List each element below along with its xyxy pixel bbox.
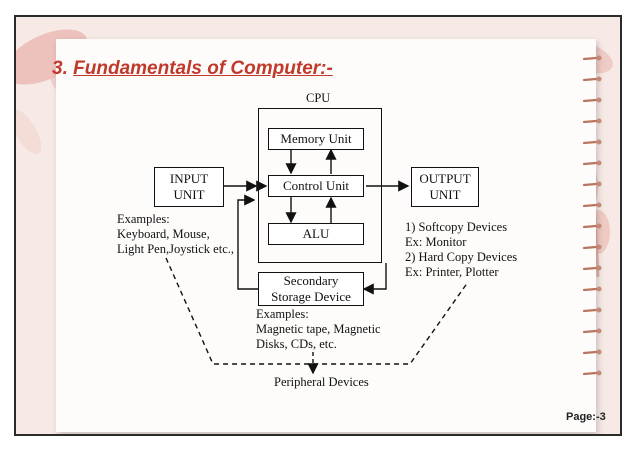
- output-unit-label: OUTPUT UNIT: [419, 171, 471, 202]
- spiral-binding: [582, 55, 602, 376]
- peripheral-devices-label: Peripheral Devices: [274, 375, 369, 389]
- page-number: Page:-3: [566, 411, 606, 423]
- title-number: 3.: [52, 58, 68, 79]
- memory-unit-label: Memory Unit: [280, 131, 352, 146]
- control-unit-label: Control Unit: [282, 178, 350, 193]
- control-unit-box: Control Unit: [268, 175, 364, 197]
- peripheral-dashed-link: [165, 257, 469, 365]
- arrow-cpu-to-storage: [362, 263, 387, 295]
- output-examples: 1) Softcopy Devices Ex: Monitor 2) Hard …: [405, 220, 518, 279]
- slide-title: 3. Fundamentals of Computer:-: [52, 58, 333, 80]
- arrow-storage-to-cpu: [237, 194, 258, 290]
- secondary-storage-box: Secondary Storage Device: [258, 272, 364, 306]
- alu-label: ALU: [302, 226, 330, 241]
- secondary-storage-label: Secondary Storage Device: [271, 273, 351, 304]
- cpu-label: CPU: [306, 91, 331, 105]
- input-unit-label: INPUT UNIT: [169, 171, 209, 202]
- output-unit-box: OUTPUT UNIT: [411, 167, 479, 207]
- input-examples: Examples: Keyboard, Mouse, Light Pen,Joy…: [117, 212, 234, 256]
- title-text: Fundamentals of Computer:-: [73, 58, 333, 79]
- alu-box: ALU: [268, 223, 364, 245]
- input-unit-box: INPUT UNIT: [154, 167, 224, 207]
- cpu-box: [258, 108, 382, 263]
- memory-unit-box: Memory Unit: [268, 128, 364, 150]
- storage-examples: Examples: Magnetic tape, Magnetic Disks,…: [256, 307, 381, 351]
